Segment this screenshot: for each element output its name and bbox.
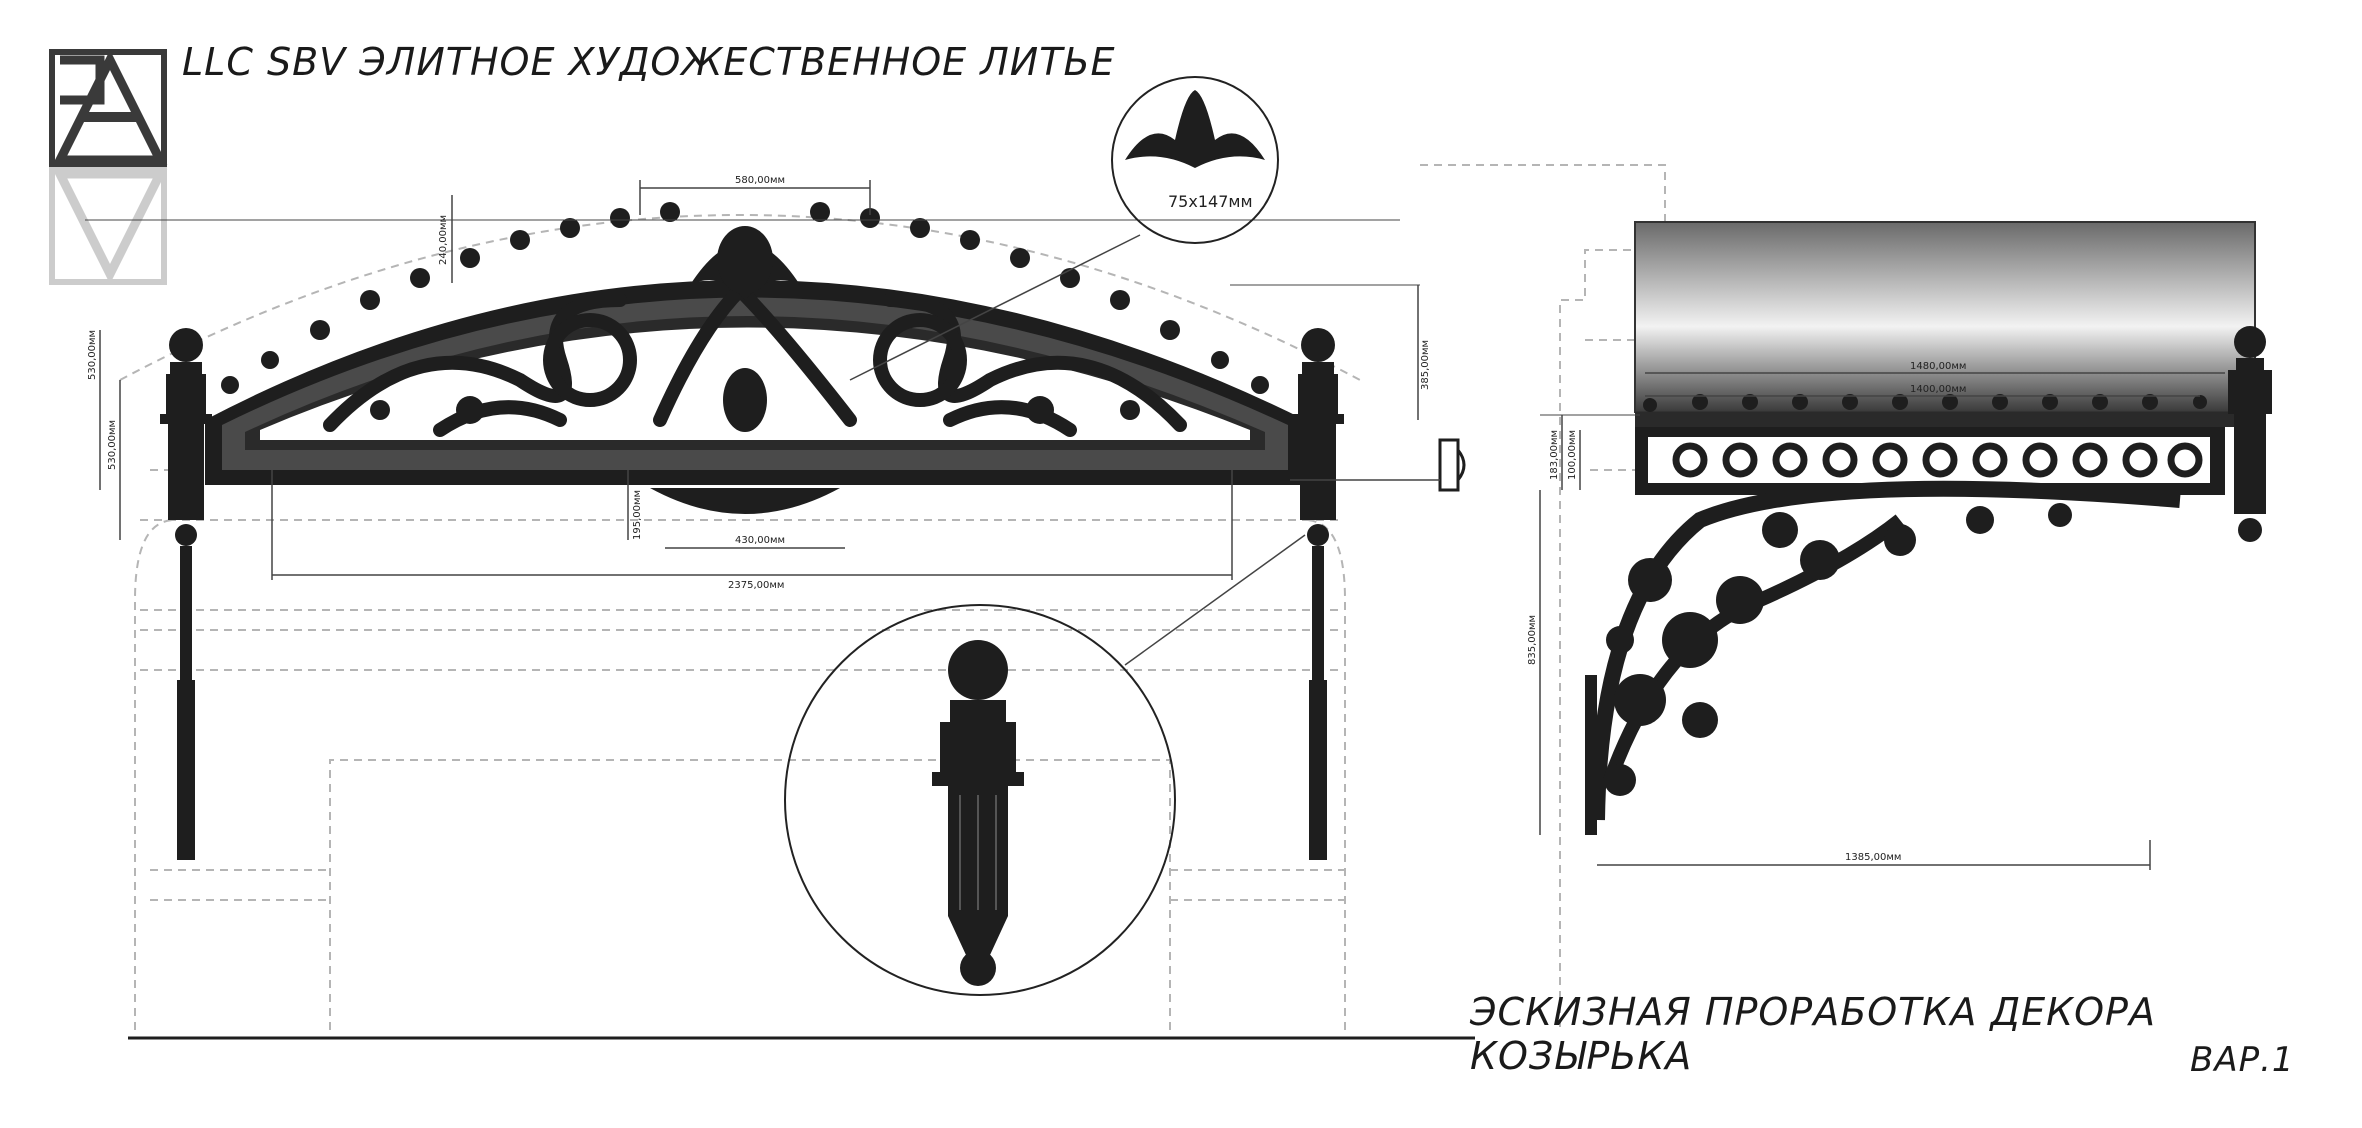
drawing-caption: ЭСКИЗНАЯ ПРОРАБОТКА ДЕКОРА КОЗЫРЬКА (1470, 990, 2156, 1078)
dim-frieze-height: 183,00мм (1549, 430, 1560, 480)
canopy-side-view (1585, 221, 2272, 835)
facade-guide-lines (119, 164, 1666, 1030)
canopy-post (2228, 326, 2272, 542)
dim-side-height: 385,00мм (1420, 340, 1431, 390)
dim-bracket-height: 835,00мм (1527, 615, 1538, 665)
ornament-size-label: 75x147мм (1168, 192, 1253, 211)
frieze-scrolls (1672, 442, 2203, 478)
right-post (1292, 328, 1344, 860)
dim-bracket-depth: 1385,00мм (1845, 852, 1901, 863)
post-detail-callout (784, 534, 1306, 996)
dim-bottom-ornament: 430,00мм (735, 535, 785, 546)
bar-profile (1290, 438, 1466, 492)
dim-frieze-width: 1400,00мм (1910, 384, 1966, 395)
dim-bottom-drop: 195,00мм (632, 490, 643, 540)
arch-front-view (205, 202, 1305, 514)
dim-top-span: 580,00мм (735, 175, 785, 186)
ornament-detail-callout (849, 76, 1279, 381)
dim-arch-rise: 240,00мм (438, 215, 449, 265)
dim-overall-width: 2375,00мм (728, 580, 784, 591)
company-title: LLC SBV ЭЛИТНОЕ ХУДОЖЕСТВЕННОЕ ЛИТЬЕ (182, 40, 1116, 84)
canopy-bracket (1585, 480, 2181, 835)
dim-frieze-band: 100,00мм (1567, 430, 1578, 480)
front-dimension-lines (85, 180, 1420, 580)
variant-label: ВАР.1 (2190, 1040, 2295, 1080)
dim-canopy-width: 1480,00мм (1910, 361, 1966, 372)
dim-post-height: 530,00мм (107, 420, 118, 470)
dim-overall-height: 530,00мм (87, 330, 98, 380)
left-post (160, 328, 212, 860)
company-logo (49, 49, 168, 285)
side-dimension-lines (1539, 372, 2225, 870)
